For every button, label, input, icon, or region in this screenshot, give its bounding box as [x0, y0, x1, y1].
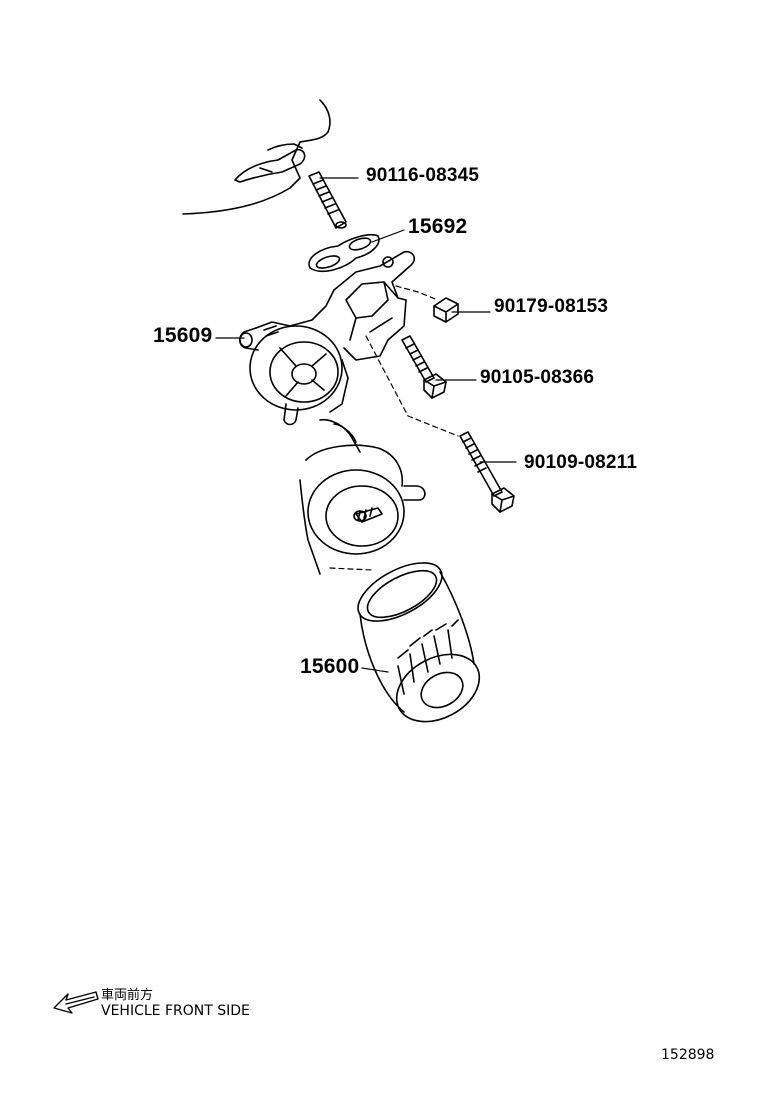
assembly-guide-lines [329, 285, 459, 571]
part-number-filter: 15600 [300, 655, 360, 678]
stud-part [308, 171, 347, 229]
short-bolt-part [401, 335, 447, 399]
part-number-short-bolt: 90105-08366 [480, 367, 595, 388]
oil-filter-bracket-part [238, 250, 416, 426]
long-bolt-part [459, 431, 515, 513]
part-number-long-bolt: 90109-08211 [524, 452, 638, 473]
nut-part [433, 297, 459, 323]
leader-lines [215, 177, 517, 673]
illustration-reference-code: 152898 [661, 1047, 715, 1063]
gasket-part [308, 233, 380, 273]
part-number-gasket: 15692 [408, 215, 468, 238]
arrow-left-icon [53, 991, 99, 1014]
filter-seat-outline [299, 418, 426, 575]
vehicle-front-label-en: VEHICLE FRONT SIDE [101, 1003, 250, 1019]
oil-filter-part [357, 562, 481, 723]
vehicle-front-label-jp: 車両前方 [101, 988, 154, 1003]
part-number-stud: 90116-08345 [366, 165, 480, 186]
part-number-bracket: 15609 [153, 324, 213, 347]
engine-block-outline [182, 99, 331, 215]
part-number-nut: 90179-08153 [494, 296, 609, 317]
